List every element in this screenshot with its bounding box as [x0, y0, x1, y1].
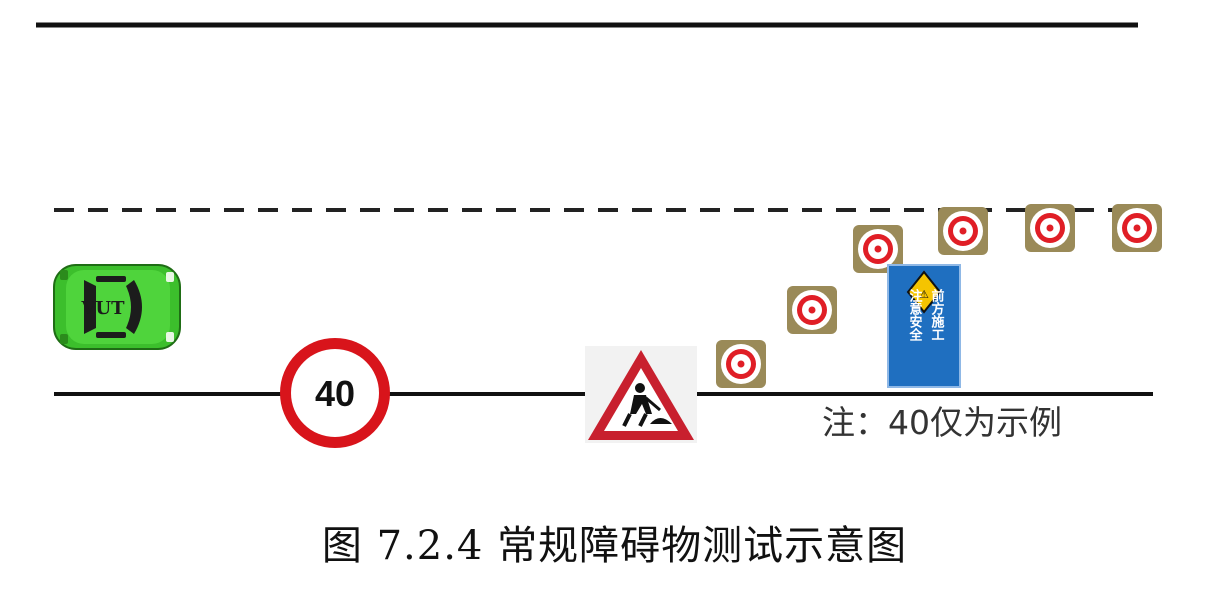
vehicle-under-test: VUT — [53, 264, 181, 350]
road-work-warning-sign — [585, 346, 697, 443]
traffic-cone-top-icon — [1025, 204, 1075, 252]
traffic-cone-top-icon — [938, 207, 988, 255]
traffic-cone-top-icon — [787, 286, 837, 334]
speed-limit-sign-icon — [280, 338, 390, 448]
vehicle-label: VUT — [80, 298, 125, 319]
construction-board-line-1: 前方施工 — [929, 288, 945, 341]
traffic-cone-top-icon — [1112, 204, 1162, 252]
traffic-cone-top-icon — [853, 225, 903, 273]
cone-group — [716, 204, 1162, 388]
svg-text:⚠: ⚠ — [919, 288, 929, 301]
construction-board-icon: ⚠ — [887, 264, 961, 388]
speed-limit-sign: 40 — [280, 338, 390, 448]
road-work-warning-icon — [585, 346, 697, 443]
figure-caption: 图 7.2.4 常规障碍物测试示意图 — [321, 523, 908, 569]
note-text: 注：40仅为示例 — [822, 403, 1062, 442]
traffic-cone-top-icon — [716, 340, 766, 388]
car-top-view-icon — [53, 264, 181, 350]
construction-board: ⚠ 前方施工 注意安全 — [887, 264, 961, 388]
speed-limit-value: 40 — [315, 373, 355, 414]
construction-board-line-2: 注意安全 — [907, 288, 924, 342]
